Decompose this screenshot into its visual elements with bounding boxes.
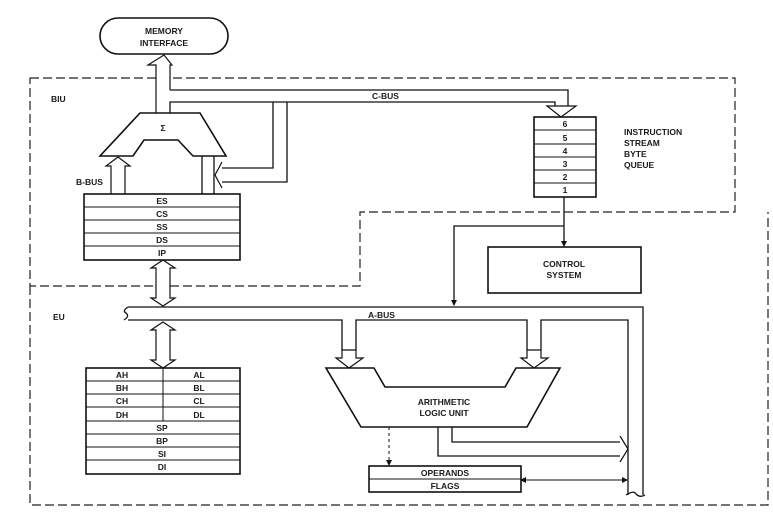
segment-registers: ES CS SS DS IP xyxy=(83,193,241,261)
register-ss: SS xyxy=(156,222,168,232)
alu-label-line2: LOGIC UNIT xyxy=(419,408,469,418)
register-al: AL xyxy=(193,370,204,380)
queue-label-line3: BYTE xyxy=(624,149,647,159)
control-arrowhead xyxy=(561,241,567,247)
b-bus-left-arrow xyxy=(104,156,132,194)
register-si: SI xyxy=(158,449,166,459)
c-bus-inner-line xyxy=(169,101,556,113)
control-system-line1: CONTROL xyxy=(543,259,585,269)
memory-bus-arrow xyxy=(145,54,174,113)
flags-left-arrowhead xyxy=(520,477,526,483)
register-ah: AH xyxy=(116,370,128,380)
queue-label-line4: QUEUE xyxy=(624,160,655,170)
alu-input-arrow-left xyxy=(334,349,365,369)
queue-slot-4: 4 xyxy=(563,146,568,156)
register-ch: CH xyxy=(116,396,128,406)
a-bus-branch-1 xyxy=(355,319,528,350)
queue-to-abus-line xyxy=(453,225,564,305)
memory-interface-line2: INTERFACE xyxy=(140,38,189,48)
queue-slot-6: 6 xyxy=(563,119,568,129)
a-bus-label: A-BUS xyxy=(368,310,395,320)
queue-slot-5: 5 xyxy=(563,133,568,143)
register-cs: CS xyxy=(156,209,168,219)
queue-label-line2: STREAM xyxy=(624,138,660,148)
memory-interface-line1: MEMORY xyxy=(145,26,183,36)
alu-label-line1: ARITHMETIC xyxy=(418,397,470,407)
operands-flags-block: OPERANDS FLAGS xyxy=(368,465,522,493)
instruction-queue: 6 5 4 3 2 1 xyxy=(533,116,597,198)
a-bus-break-left xyxy=(123,306,129,321)
register-es: ES xyxy=(156,196,168,206)
eu-label: EU xyxy=(53,312,65,322)
queue-label-line1: INSTRUCTION xyxy=(624,127,682,137)
queue-slot-1: 1 xyxy=(563,185,568,195)
register-dl: DL xyxy=(193,410,204,420)
b-bus-label: B-BUS xyxy=(76,177,103,187)
a-bus-break-bottom xyxy=(625,491,646,497)
arithmetic-logic-unit xyxy=(324,367,562,428)
general-registers: AH AL BH BL CH CL DH DL SP BP SI DI xyxy=(85,367,241,475)
adder-sigma-symbol: Σ xyxy=(160,123,165,133)
eu-boundary xyxy=(29,212,769,506)
register-cl: CL xyxy=(193,396,204,406)
abus-arrowhead xyxy=(451,300,457,306)
address-adder xyxy=(98,112,228,157)
operands-label: OPERANDS xyxy=(421,468,470,478)
c-bus-feedback-2 xyxy=(222,102,288,183)
alu-output-line-2 xyxy=(437,427,620,457)
c-bus-feedback-arrow xyxy=(214,161,223,189)
register-sp: SP xyxy=(156,423,168,433)
b-bus-right-line xyxy=(201,156,215,194)
register-ip: IP xyxy=(158,248,166,258)
register-bl: BL xyxy=(193,383,204,393)
control-system-line2: SYSTEM xyxy=(547,270,582,280)
biu-eu-bidirectional-arrow xyxy=(149,259,177,307)
biu-label: BIU xyxy=(51,94,66,104)
register-di: DI xyxy=(158,462,167,472)
alu-input-arrow-right xyxy=(519,349,550,369)
alu-output-line-1 xyxy=(451,427,620,443)
c-bus-queue-arrow xyxy=(545,105,578,118)
control-system-block: CONTROL SYSTEM xyxy=(487,246,642,294)
c-bus-outer-line xyxy=(170,89,569,106)
queue-slot-3: 3 xyxy=(563,159,568,169)
queue-slot-2: 2 xyxy=(563,172,568,182)
memory-interface-block: MEMORY INTERFACE xyxy=(99,17,229,55)
operands-arrowhead xyxy=(386,460,392,466)
c-bus-label: C-BUS xyxy=(372,91,399,101)
flags-label: FLAGS xyxy=(431,481,460,491)
register-dh: DH xyxy=(116,410,128,420)
a-bus-bottom-line xyxy=(128,319,343,350)
register-bp: BP xyxy=(156,436,168,446)
alu-output-arrow xyxy=(619,435,629,463)
abus-register-bidirectional-arrow xyxy=(149,321,177,369)
flags-right-arrowhead xyxy=(622,477,628,483)
register-ds: DS xyxy=(156,235,168,245)
c-bus-feedback-1 xyxy=(222,102,274,169)
a-bus-branch-2 xyxy=(540,319,629,495)
a-bus-top-line xyxy=(128,306,644,495)
register-bh: BH xyxy=(116,383,128,393)
